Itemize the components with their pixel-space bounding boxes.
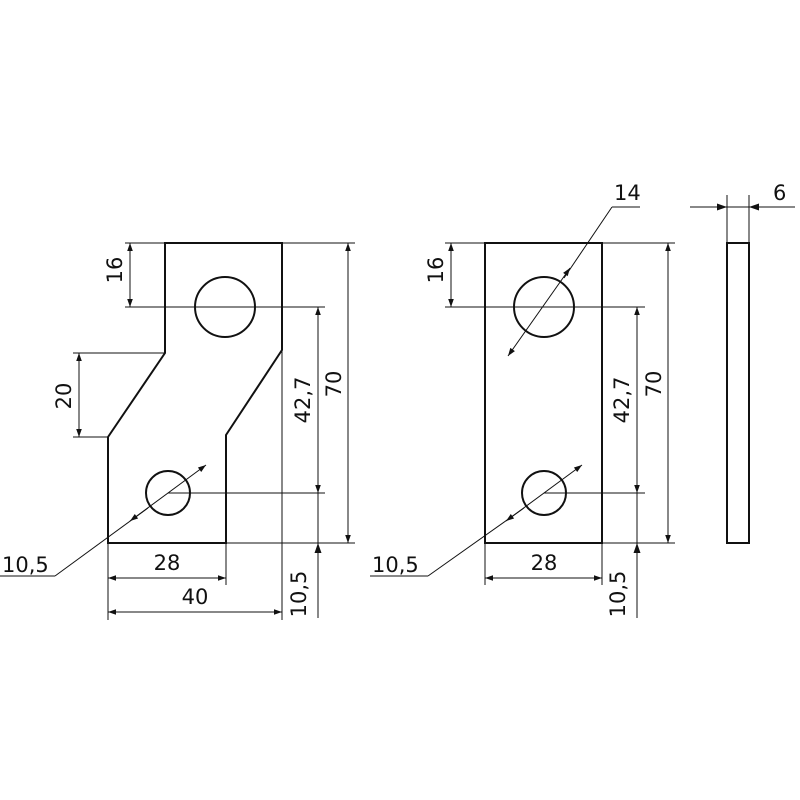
middle-dim-28-label: 28 xyxy=(531,551,558,575)
middle-dim-hole-diameter-line xyxy=(505,464,583,522)
left-dim-hole-diameter-line xyxy=(129,464,207,522)
side-view: 6 xyxy=(690,181,795,544)
left-part: 16 20 42,7 70 10,5 28 40 10,5 xyxy=(0,242,355,620)
side-dim-6-label: 6 xyxy=(773,181,786,205)
left-dim-70-label: 70 xyxy=(322,371,346,398)
left-dim-20-label: 20 xyxy=(52,383,76,410)
middle-dim-10-5-bottom-arrow xyxy=(633,543,641,553)
middle-part: 14 16 42,7 70 10,5 28 10,5 xyxy=(370,181,675,618)
left-dim-40-label: 40 xyxy=(182,585,209,609)
left-dim-10-5-bottom-arrow xyxy=(314,543,322,553)
middle-part-outline xyxy=(484,242,603,544)
middle-dim-16-label: 16 xyxy=(424,257,448,284)
middle-dim-70-label: 70 xyxy=(642,371,666,398)
left-part-outline xyxy=(107,242,283,544)
left-dim-10-5-bottom-label: 10,5 xyxy=(287,571,311,618)
side-dim-6-arrow-left xyxy=(717,203,727,211)
middle-dim-10-5-bottom-label: 10,5 xyxy=(606,571,630,618)
left-dim-42-7-label: 42,7 xyxy=(291,377,315,424)
left-dim-hole-diameter-label: 10,5 xyxy=(2,553,49,577)
middle-dim-14-leader xyxy=(563,206,613,279)
middle-dim-42-7-label: 42,7 xyxy=(610,377,634,424)
middle-dim-14-diameter-line xyxy=(507,267,571,357)
middle-dim-14-label: 14 xyxy=(614,181,641,205)
side-view-outline xyxy=(726,242,750,544)
left-dim-28-label: 28 xyxy=(154,551,181,575)
side-dim-6-arrow-right xyxy=(749,203,759,211)
left-dim-16-label: 16 xyxy=(103,257,127,284)
middle-dim-hole-diameter-label: 10,5 xyxy=(372,553,419,577)
